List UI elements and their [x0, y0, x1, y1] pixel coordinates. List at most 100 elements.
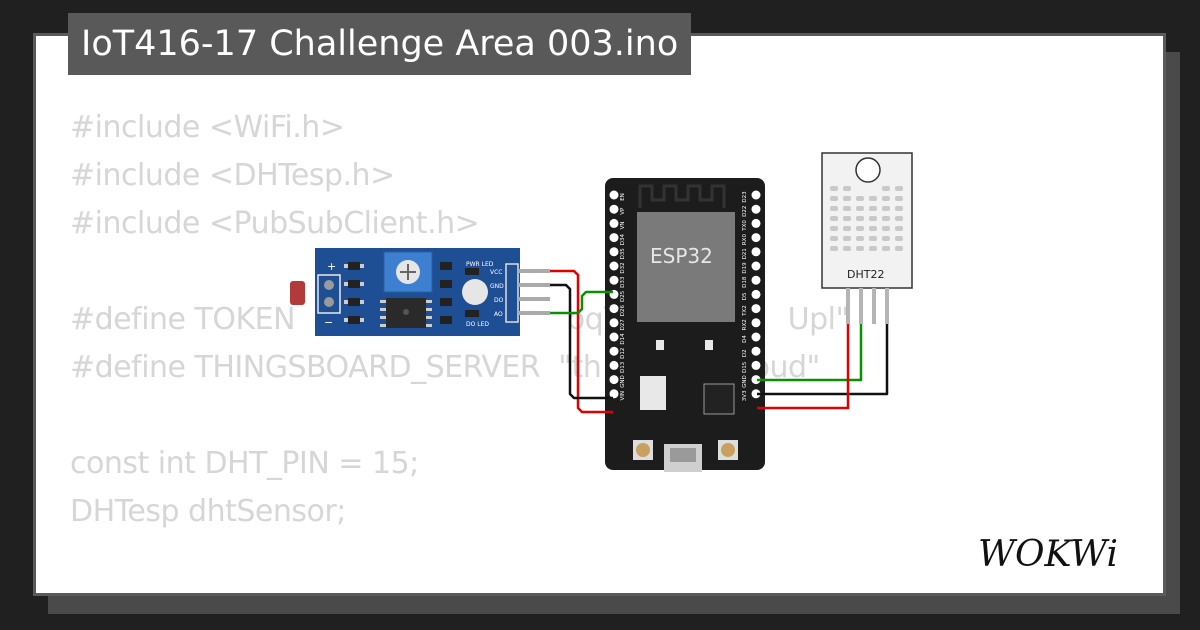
right-pin-label: D4	[742, 335, 748, 343]
vent-slot	[869, 246, 877, 251]
right-pin-label: D18	[742, 276, 748, 288]
left-pin-hole	[609, 332, 619, 342]
right-pin-hole	[751, 318, 761, 328]
plus-label: +	[327, 260, 336, 273]
left-pin-label: D35	[620, 248, 626, 260]
wire-dht-data	[757, 324, 863, 382]
code-line: const int DHT_PIN = 15;	[70, 446, 419, 481]
wokwi-logo: WOKWi	[978, 534, 1118, 575]
left-pin-hole	[609, 304, 619, 314]
right-pin-hole	[751, 332, 761, 342]
right-pin-label: 3V3	[742, 390, 748, 401]
left-pin-label: D14	[620, 333, 626, 345]
vent-slot	[856, 246, 864, 251]
vent-slot	[843, 246, 851, 251]
left-pin-label: D33	[620, 276, 626, 288]
left-pin-hole	[609, 275, 619, 285]
usb-uart-chip	[703, 383, 735, 415]
vent-slot	[843, 186, 851, 191]
left-pin-hole	[609, 190, 619, 200]
wire-dht-gnd	[757, 324, 889, 396]
left-pin-label: VN	[620, 221, 626, 229]
right-pin-hole	[751, 346, 761, 356]
wire-ao	[550, 290, 613, 315]
code-background: #include <WiFi.h>#include <DHTesp.h>#inc…	[70, 104, 849, 593]
vent-slot	[856, 236, 864, 241]
vent-slot	[882, 246, 890, 251]
left-pin-hole	[609, 360, 619, 370]
vent-slot	[856, 196, 864, 201]
code-line: DHTesp dhtSensor;	[70, 494, 346, 529]
right-pin-label: RX2	[742, 319, 748, 330]
vent-slot	[895, 226, 903, 231]
esp32-board: ESP32 ENVPVND34D35D32D33D25D26D27D14D12D…	[605, 178, 765, 472]
wires	[550, 269, 889, 414]
right-pin-label: D2	[742, 349, 748, 357]
left-pin-label: EN	[620, 193, 626, 201]
ldr-pin-vcc: VCC	[490, 269, 502, 276]
right-pin-hole	[751, 261, 761, 271]
pwr-led-label: PWR LED	[466, 261, 494, 268]
code-line: floa @AMM _ 2.7	[70, 584, 849, 593]
right-pin-hole	[751, 233, 761, 243]
vent-slot	[882, 196, 890, 201]
right-pin-hole	[751, 275, 761, 285]
right-pin-hole	[751, 360, 761, 370]
do-led-label: DO LED	[466, 321, 489, 328]
vent-slot	[869, 236, 877, 241]
left-pin-label: VIN	[620, 391, 626, 401]
left-pin-hole	[609, 218, 619, 228]
vent-slot	[843, 226, 851, 231]
vent-slot	[882, 206, 890, 211]
left-pin-hole	[609, 389, 619, 399]
code-line: #include <DHTesp.h>	[70, 158, 395, 193]
left-pin-label: D27	[620, 319, 626, 331]
chip-label: ESP32	[650, 244, 713, 268]
vent-slot	[843, 206, 851, 211]
preview-card: #include <WiFi.h>#include <DHTesp.h>#inc…	[33, 33, 1166, 596]
right-pin-label: GND	[742, 375, 748, 388]
vent-slot	[856, 206, 864, 211]
right-pin-hole	[751, 190, 761, 200]
vent-slot	[856, 226, 864, 231]
left-pin-hole	[609, 318, 619, 328]
vent-slot	[856, 216, 864, 221]
vent-slot	[895, 196, 903, 201]
left-pin-header: ENVPVND34D35D32D33D25D26D27D14D12D13GNDV…	[609, 190, 626, 401]
dht22-sensor: DHT22	[821, 152, 913, 324]
vent-slot	[869, 196, 877, 201]
dht-label: DHT22	[847, 268, 884, 281]
right-pin-hole	[751, 204, 761, 214]
right-pin-hole	[751, 304, 761, 314]
vent-slot	[830, 226, 838, 231]
vent-slot	[882, 236, 890, 241]
left-pin-hole	[609, 247, 619, 257]
ldr-pin-do: DO	[494, 297, 504, 304]
code-line: #include <PubSubClient.h>	[70, 206, 480, 241]
vent-slot	[895, 246, 903, 251]
vent-slot	[830, 236, 838, 241]
vent-slot	[869, 216, 877, 221]
left-pin-hole	[609, 346, 619, 356]
vent-slot	[843, 216, 851, 221]
vent-slot	[830, 196, 838, 201]
right-pin-hole	[751, 375, 761, 385]
left-pin-label: D26	[620, 304, 626, 316]
vent-slot	[895, 186, 903, 191]
ldr-pin-ao: AO	[494, 311, 503, 318]
right-pin-hole	[751, 289, 761, 299]
vent-slot	[895, 236, 903, 241]
left-pin-label: D32	[620, 262, 626, 273]
left-pin-label: VP	[620, 207, 626, 215]
right-pin-hole	[751, 247, 761, 257]
right-pin-label: RX0	[742, 234, 748, 246]
right-pin-hole	[751, 389, 761, 399]
left-pin-hole	[609, 261, 619, 271]
vent-slot	[843, 196, 851, 201]
left-pin-hole	[609, 204, 619, 214]
right-pin-label: D22	[742, 206, 748, 217]
left-pin-label: D13	[620, 361, 626, 373]
right-pin-label: D19	[742, 262, 748, 274]
right-pin-label: D23	[742, 191, 748, 203]
